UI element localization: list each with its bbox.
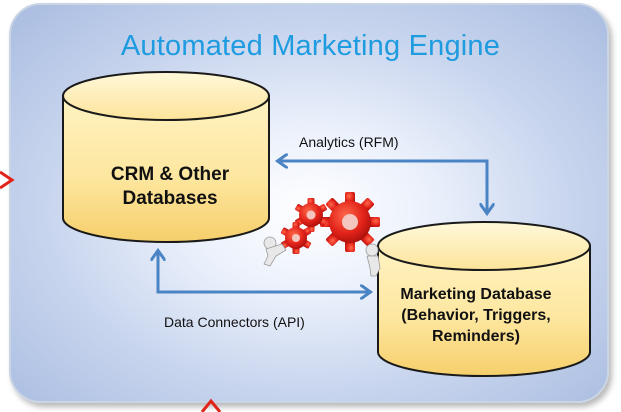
diagram-title: Automated Marketing Engine <box>120 30 501 62</box>
crm-label-line-2: Databases <box>122 187 218 209</box>
marketing-database-label: Marketing Database (Behavior, Triggers, … <box>370 285 582 347</box>
marketing-label-line-2: (Behavior, Triggers, <box>401 306 551 324</box>
gears-teamwork-icon <box>263 192 381 277</box>
data-connectors-connector <box>158 252 369 292</box>
analytics-connector <box>279 161 487 212</box>
marketing-label-line-1: Marketing Database <box>400 286 552 303</box>
crm-database-cylinder <box>62 71 270 243</box>
analytics-label: Analytics (RFM) <box>299 134 399 150</box>
crm-label-line-1: CRM & Other <box>110 164 230 185</box>
marketing-database-cylinder <box>377 221 591 377</box>
left-entry-chevron-icon <box>0 170 15 190</box>
crm-database-label: CRM & Other Databases <box>70 163 270 211</box>
bottom-entry-chevron-icon <box>200 398 222 412</box>
marketing-label-line-3: Reminders) <box>431 327 521 345</box>
data-connectors-label: Data Connectors (API) <box>164 314 305 330</box>
